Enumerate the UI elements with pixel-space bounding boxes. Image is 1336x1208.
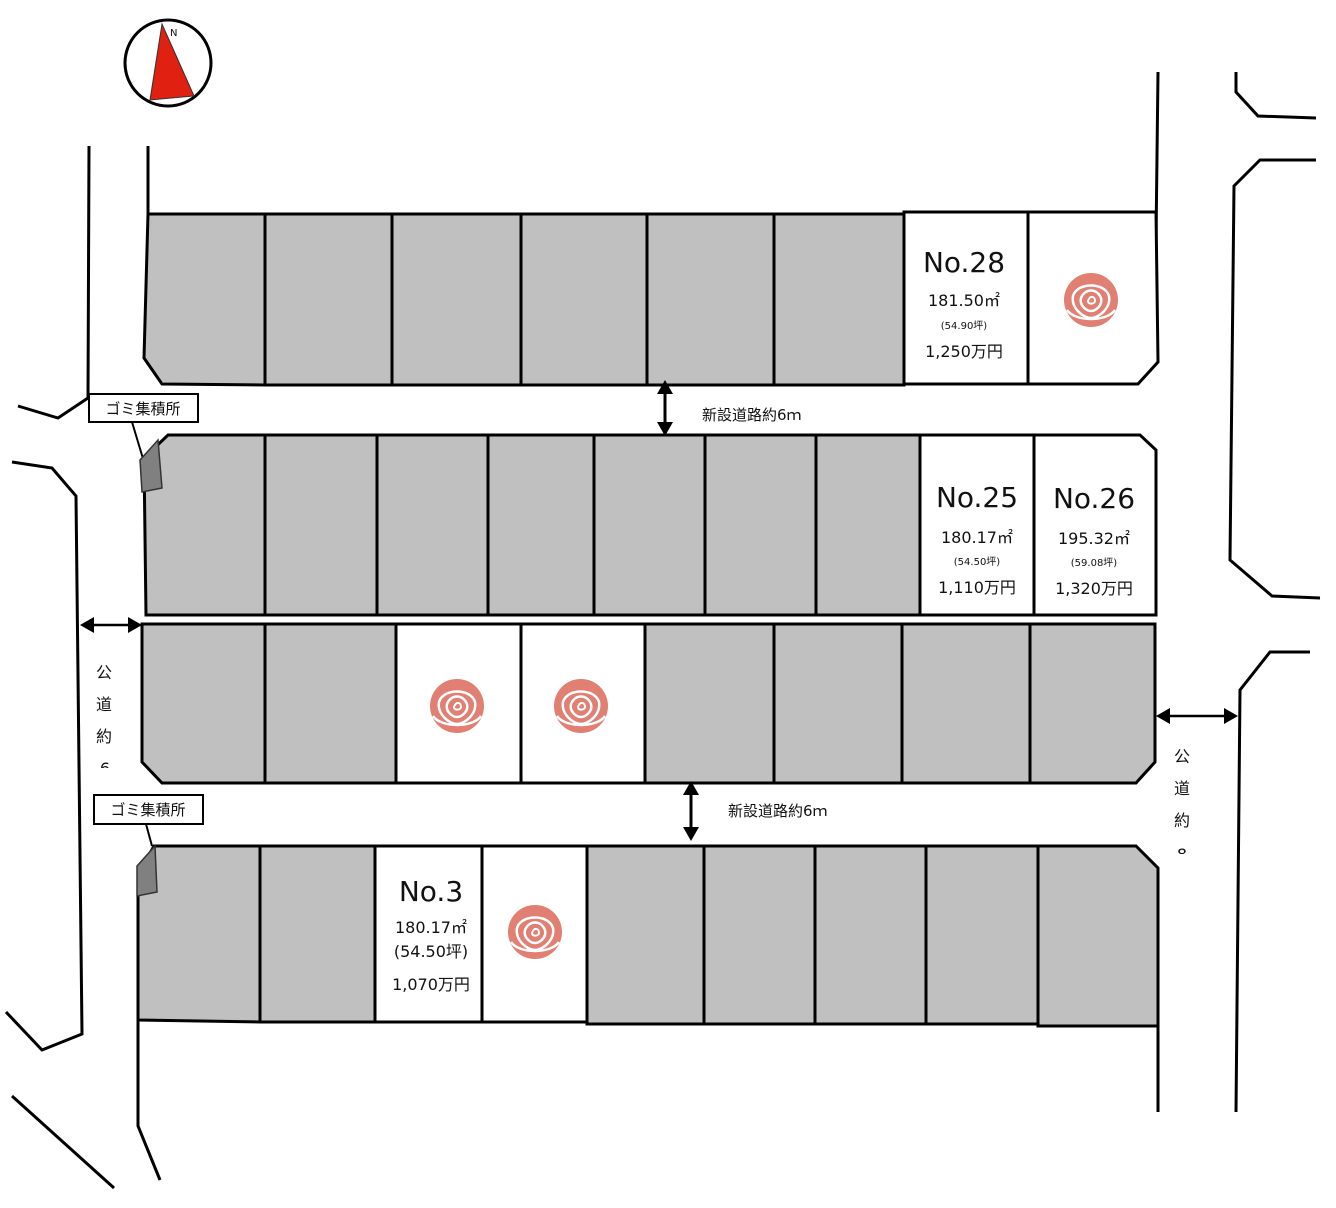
rose-icon [1062,271,1120,329]
lot [140,622,267,785]
lot-number: No.3 [399,875,463,908]
lot-label-no3: No.3 180.17㎡ (54.50坪) 1,070万円 [392,875,470,994]
lot [592,433,707,617]
garbage-point-lower: ゴミ集積所 [93,794,204,897]
new-road-label: 新設道路約6ｍ [728,802,828,820]
lot [375,433,490,617]
lot-tsubo: (59.08坪) [1071,556,1118,569]
lot [643,622,776,785]
lot [924,844,1040,1026]
public-road-west-marker: 公 道 約 6 [80,617,142,778]
lot-tsubo: (54.90坪) [941,319,988,332]
lot [772,212,906,387]
lot-label-no28: No.28 181.50㎡ (54.90坪) 1,250万円 [923,246,1005,361]
lot-area: 180.17㎡ [941,528,1013,547]
lot [900,622,1032,785]
lot [814,433,922,617]
lot [263,622,398,785]
lot-price: 1,250万円 [925,342,1003,361]
lot [1036,844,1160,1028]
lot-area: 180.17㎡ [395,918,467,937]
lot-area: 195.32㎡ [1058,529,1130,548]
lot-number: No.25 [936,481,1018,514]
lot-row-2 [142,433,1158,617]
lot-tsubo: (54.50坪) [954,555,1001,568]
lot [645,212,776,387]
lot-price: 1,320万円 [1055,579,1133,598]
lot-row-3 [140,622,1157,785]
lot [772,622,904,785]
north-label: N [170,28,177,39]
lot-label-no25: No.25 180.17㎡ (54.50坪) 1,110万円 [936,481,1018,597]
compass: N [123,18,213,108]
lot-no3 [373,844,484,1024]
road-lines [4,71,1321,1190]
arrow-left-icon [1156,708,1170,724]
public-road-east-marker: 公 道 約 8 [1156,708,1238,864]
lot [585,844,706,1026]
lot-number: No.26 [1053,482,1135,515]
rose-icon [506,903,564,961]
lot [258,844,377,1024]
public-road-char: 8 [1177,845,1187,864]
lot-tsubo: (54.50坪) [394,942,468,961]
public-road-char: 道 [96,695,112,714]
lot-no26 [1032,433,1158,617]
arrow-left-icon [80,617,94,633]
north-arrow-icon [149,22,195,101]
arrow-up-icon [657,380,673,394]
public-road-char: 約 [96,727,112,746]
lot [263,433,379,617]
garbage-label-box [93,794,204,825]
lot [142,433,267,617]
lot [813,844,928,1026]
lot [263,212,394,387]
lot-label-no26: No.26 195.32㎡ (59.08坪) 1,320万円 [1053,482,1135,598]
garbage-label: ゴミ集積所 [110,801,185,819]
garbage-label: ゴミ集積所 [105,400,180,418]
arrow-down-icon [657,422,673,436]
lot [142,212,267,387]
arrow-right-icon [1224,708,1238,724]
lot-price: 1,070万円 [392,975,470,994]
garbage-label-box [88,393,199,423]
lot [703,433,818,617]
lot [1028,622,1157,785]
public-road-char: 公 [96,663,112,682]
arrow-up-icon [683,781,699,795]
garbage-station-icon [139,438,163,493]
garbage-station-icon [136,844,158,897]
arrow-down-icon [683,827,699,841]
rose-icon [552,677,610,735]
lot-area: 181.50㎡ [928,291,1000,310]
new-road-marker-lower: 新設道路約6ｍ [683,781,828,841]
lot [519,212,649,387]
lot-price: 1,110万円 [938,578,1016,597]
lot-number: No.28 [923,246,1005,279]
garbage-point-upper: ゴミ集積所 [88,393,199,493]
lot-no28 [902,210,1030,386]
lot-row-1 [142,210,1160,387]
new-road-marker-upper: 新設道路約6ｍ [657,380,802,436]
lot [486,433,596,617]
new-road-label: 新設道路約6ｍ [702,406,802,424]
public-road-char: 約 [1174,811,1190,830]
lot-row-4 [136,844,1160,1028]
lot [702,844,817,1026]
arrow-right-icon [128,617,142,633]
public-road-char: 公 [1174,747,1190,766]
public-road-char: 道 [1174,779,1190,798]
public-road-char: 6 [100,759,110,778]
lot [390,212,523,387]
lot-no25 [918,433,1036,617]
rose-icon [428,677,486,735]
